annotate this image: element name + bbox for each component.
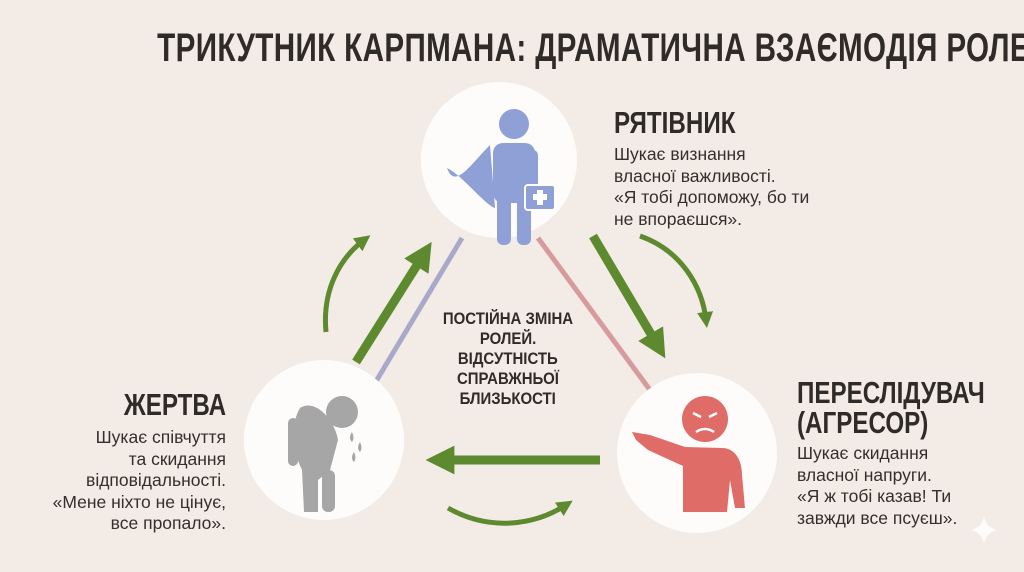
angry-pointing-person-icon [632,396,745,512]
victim-title: ЖЕРТВА [123,387,226,422]
arrow-rescuer-to-persecutor [589,233,666,359]
persecutor-node [617,373,777,533]
crying-slumped-person-icon [288,396,362,512]
persecutor-line: завжди все псуєш». [797,507,958,528]
curved-arrow-bottom [446,500,573,526]
edge-rescuer-persecutor [535,236,653,392]
rescuer-line: Шукає визнання [614,144,746,164]
rescuer-line: власної важливості. [614,165,776,186]
victim-line: відповідальності. [86,470,226,490]
superhero-with-medkit-icon [447,109,556,245]
center-caption: ПОСТІЙНА ЗМІНА РОЛЕЙ. ВІДСУТНІСТЬ СПРАВЖ… [442,309,574,408]
victim-line: все пропало». [110,513,226,533]
victim-line: та скидання [128,448,226,469]
persecutor-line: Шукає скидання [797,443,929,463]
victim-node [244,360,404,520]
rescuer-description: Шукає визнання власної важливості. «Я то… [614,144,809,230]
edge-victim-rescuer [369,236,465,390]
victim-description: Шукає співчуття та скидання відповідальн… [53,427,226,535]
arrow-victim-to-rescuer [352,241,432,365]
curved-arrow-right [639,233,714,328]
page-title: ТРИКУТНИК КАРПМАНА: ДРАМАТИЧНА ВЗАЄМОДІЯ… [157,26,1024,70]
victim-line: «Мене ніхто не цінує, [52,491,226,512]
victim-line: Шукає співчуття [95,427,226,447]
persecutor-line: «Я ж тобі казав! Ти [797,486,952,506]
rescuer-line: «Я тобі допоможу, бо ти [614,187,810,207]
persecutor-title: ПЕРЕСЛІДУВАЧ (АГРЕСОР) [797,375,985,440]
persecutor-line: власної напруги. [797,464,932,485]
sparkle-icon [970,516,998,544]
rescuer-title: РЯТІВНИК [614,105,736,140]
rescuer-node [421,82,577,245]
rescuer-line: не впораєшся». [614,208,743,229]
persecutor-description: Шукає скидання власної напруги. «Я ж тоб… [797,443,957,529]
curved-arrow-left [322,235,371,333]
